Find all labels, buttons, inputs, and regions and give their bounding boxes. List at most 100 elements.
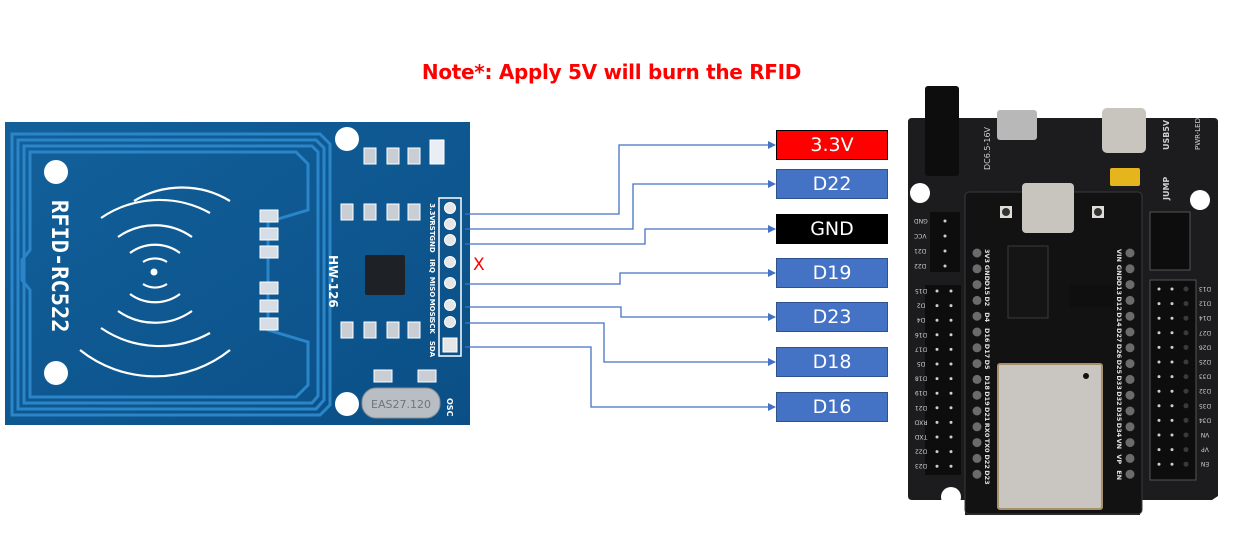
- header-label: D34: [1199, 416, 1211, 423]
- esp-pin: [972, 343, 982, 353]
- header-label: D2: [917, 302, 926, 309]
- esp-pin-label: VIN: [1115, 249, 1123, 262]
- dc-jack: [925, 86, 959, 176]
- esp-pin: [972, 469, 982, 479]
- smd-components: [340, 139, 445, 383]
- rfid-module-title: RFID-RC522: [46, 200, 71, 332]
- esp-pin-label: D25: [1115, 360, 1123, 375]
- esp-pin: [1125, 469, 1135, 479]
- esp-pin-label: D19: [983, 391, 991, 406]
- warning-note-text: Note*: Apply 5V will burn the RFID: [421, 60, 802, 84]
- esp-pin: [1125, 422, 1135, 432]
- header-label: D22: [915, 448, 927, 455]
- rfid-pin-label: IRQ: [428, 259, 436, 273]
- header-label: D12: [1199, 300, 1211, 307]
- esp-pin-label: EN: [1115, 470, 1123, 480]
- header-label: D13: [1199, 285, 1211, 292]
- esp-pin-label: D34: [1115, 423, 1123, 438]
- header-label: D17: [915, 345, 927, 352]
- header-label: VP: [1201, 446, 1209, 453]
- rc522-chip: [365, 255, 405, 295]
- capacitor-column: [259, 209, 279, 331]
- wire-sda-to-d16: [465, 346, 776, 411]
- left-gvs-header: [925, 285, 961, 475]
- wire-3-3v-to-3-3v: [465, 141, 776, 215]
- wire-sck-to-d18: [465, 322, 776, 366]
- target-pin-d22: D22: [776, 169, 888, 199]
- antenna-coil: [10, 132, 332, 417]
- esp-pin-label: D21: [983, 407, 991, 422]
- esp-pin: [972, 406, 982, 416]
- esp-pin: [972, 264, 982, 274]
- esp-pin: [1125, 374, 1135, 384]
- esp-pin: [1125, 280, 1135, 290]
- esp-pin-label: D33: [1115, 375, 1123, 389]
- esp-pin: [972, 438, 982, 448]
- esp-pin: [1125, 264, 1135, 274]
- usb5v-label: USB5V: [1162, 119, 1171, 150]
- rfid-pin-mosi: [444, 299, 456, 311]
- usb-uart-chip: [1007, 245, 1049, 319]
- esp-pin: [1125, 311, 1135, 321]
- rfid-pin-3-3v: [444, 202, 456, 214]
- esp-pin: [972, 248, 982, 258]
- esp-pin: [1125, 248, 1135, 258]
- esp-pin: [972, 295, 982, 305]
- esp-pin-label: D14: [1115, 312, 1123, 327]
- rfid-pin-label: MISO: [428, 277, 436, 298]
- wire-miso-to-d19: [465, 269, 776, 285]
- mount-hole: [335, 392, 359, 416]
- esp-pin-label: D16: [983, 328, 991, 343]
- esp-pin-label: VP: [1115, 454, 1123, 464]
- header-label: D14: [1199, 314, 1211, 321]
- osc-label: OSC: [445, 398, 454, 417]
- rfid-pin-irq: [444, 256, 456, 268]
- esp-pin: [972, 453, 982, 463]
- header-label: D18: [915, 375, 927, 382]
- esp-pin-label: D5: [983, 360, 991, 370]
- irq-unconnected-marker: X: [473, 255, 485, 275]
- crystal-oscillator: [361, 387, 441, 419]
- esp-pin-label: D17: [983, 344, 991, 358]
- right-gvs-header: [1149, 279, 1197, 481]
- esp-pin: [1125, 343, 1135, 353]
- crystal-label: EAS27.120: [371, 398, 431, 411]
- header-label: GND: [914, 217, 928, 224]
- mount-hole: [941, 487, 961, 507]
- rfid-pin-sda: [442, 337, 458, 353]
- rfid-pin-label: MOSI: [428, 299, 436, 320]
- esp-pin-label: D23: [983, 470, 991, 484]
- esp-pin-label: GND: [1115, 265, 1123, 282]
- target-pin-d16: D16: [776, 392, 888, 422]
- header-label: D33: [1199, 373, 1211, 380]
- header-label: D21: [915, 404, 927, 411]
- esp32-wroom-module: [997, 363, 1103, 510]
- esp-pin: [972, 390, 982, 400]
- esp-pin-label: D18: [983, 375, 991, 390]
- wire-rst-to-d22: [465, 180, 776, 230]
- target-pin-3-3v: 3.3V: [776, 130, 888, 160]
- header-label: D15: [915, 287, 927, 294]
- mount-hole: [335, 127, 359, 151]
- regulator: [1070, 285, 1114, 307]
- pwr-led-label: PWR-LED: [1194, 118, 1202, 150]
- header-label: RXD: [914, 418, 927, 425]
- esp-pin-label: D35: [1115, 407, 1123, 422]
- header-label: VN: [1201, 431, 1210, 438]
- mount-hole: [44, 160, 68, 184]
- esp-pin: [1125, 438, 1135, 448]
- mount-hole: [1190, 190, 1210, 210]
- rfid-pin-miso: [444, 277, 456, 289]
- micro-usb-port: [997, 110, 1037, 140]
- header-label: D16: [915, 331, 927, 338]
- esp-pin: [972, 374, 982, 384]
- rfid-pin-rst: [444, 218, 456, 230]
- header-label: D23: [915, 462, 927, 469]
- esp-pin-label: D15: [983, 281, 991, 296]
- board-code-label: HW-126: [326, 255, 340, 308]
- esp-pin-label: D4: [983, 312, 991, 322]
- jumper: [1110, 168, 1140, 186]
- esp-pin-label: D13: [1115, 281, 1123, 295]
